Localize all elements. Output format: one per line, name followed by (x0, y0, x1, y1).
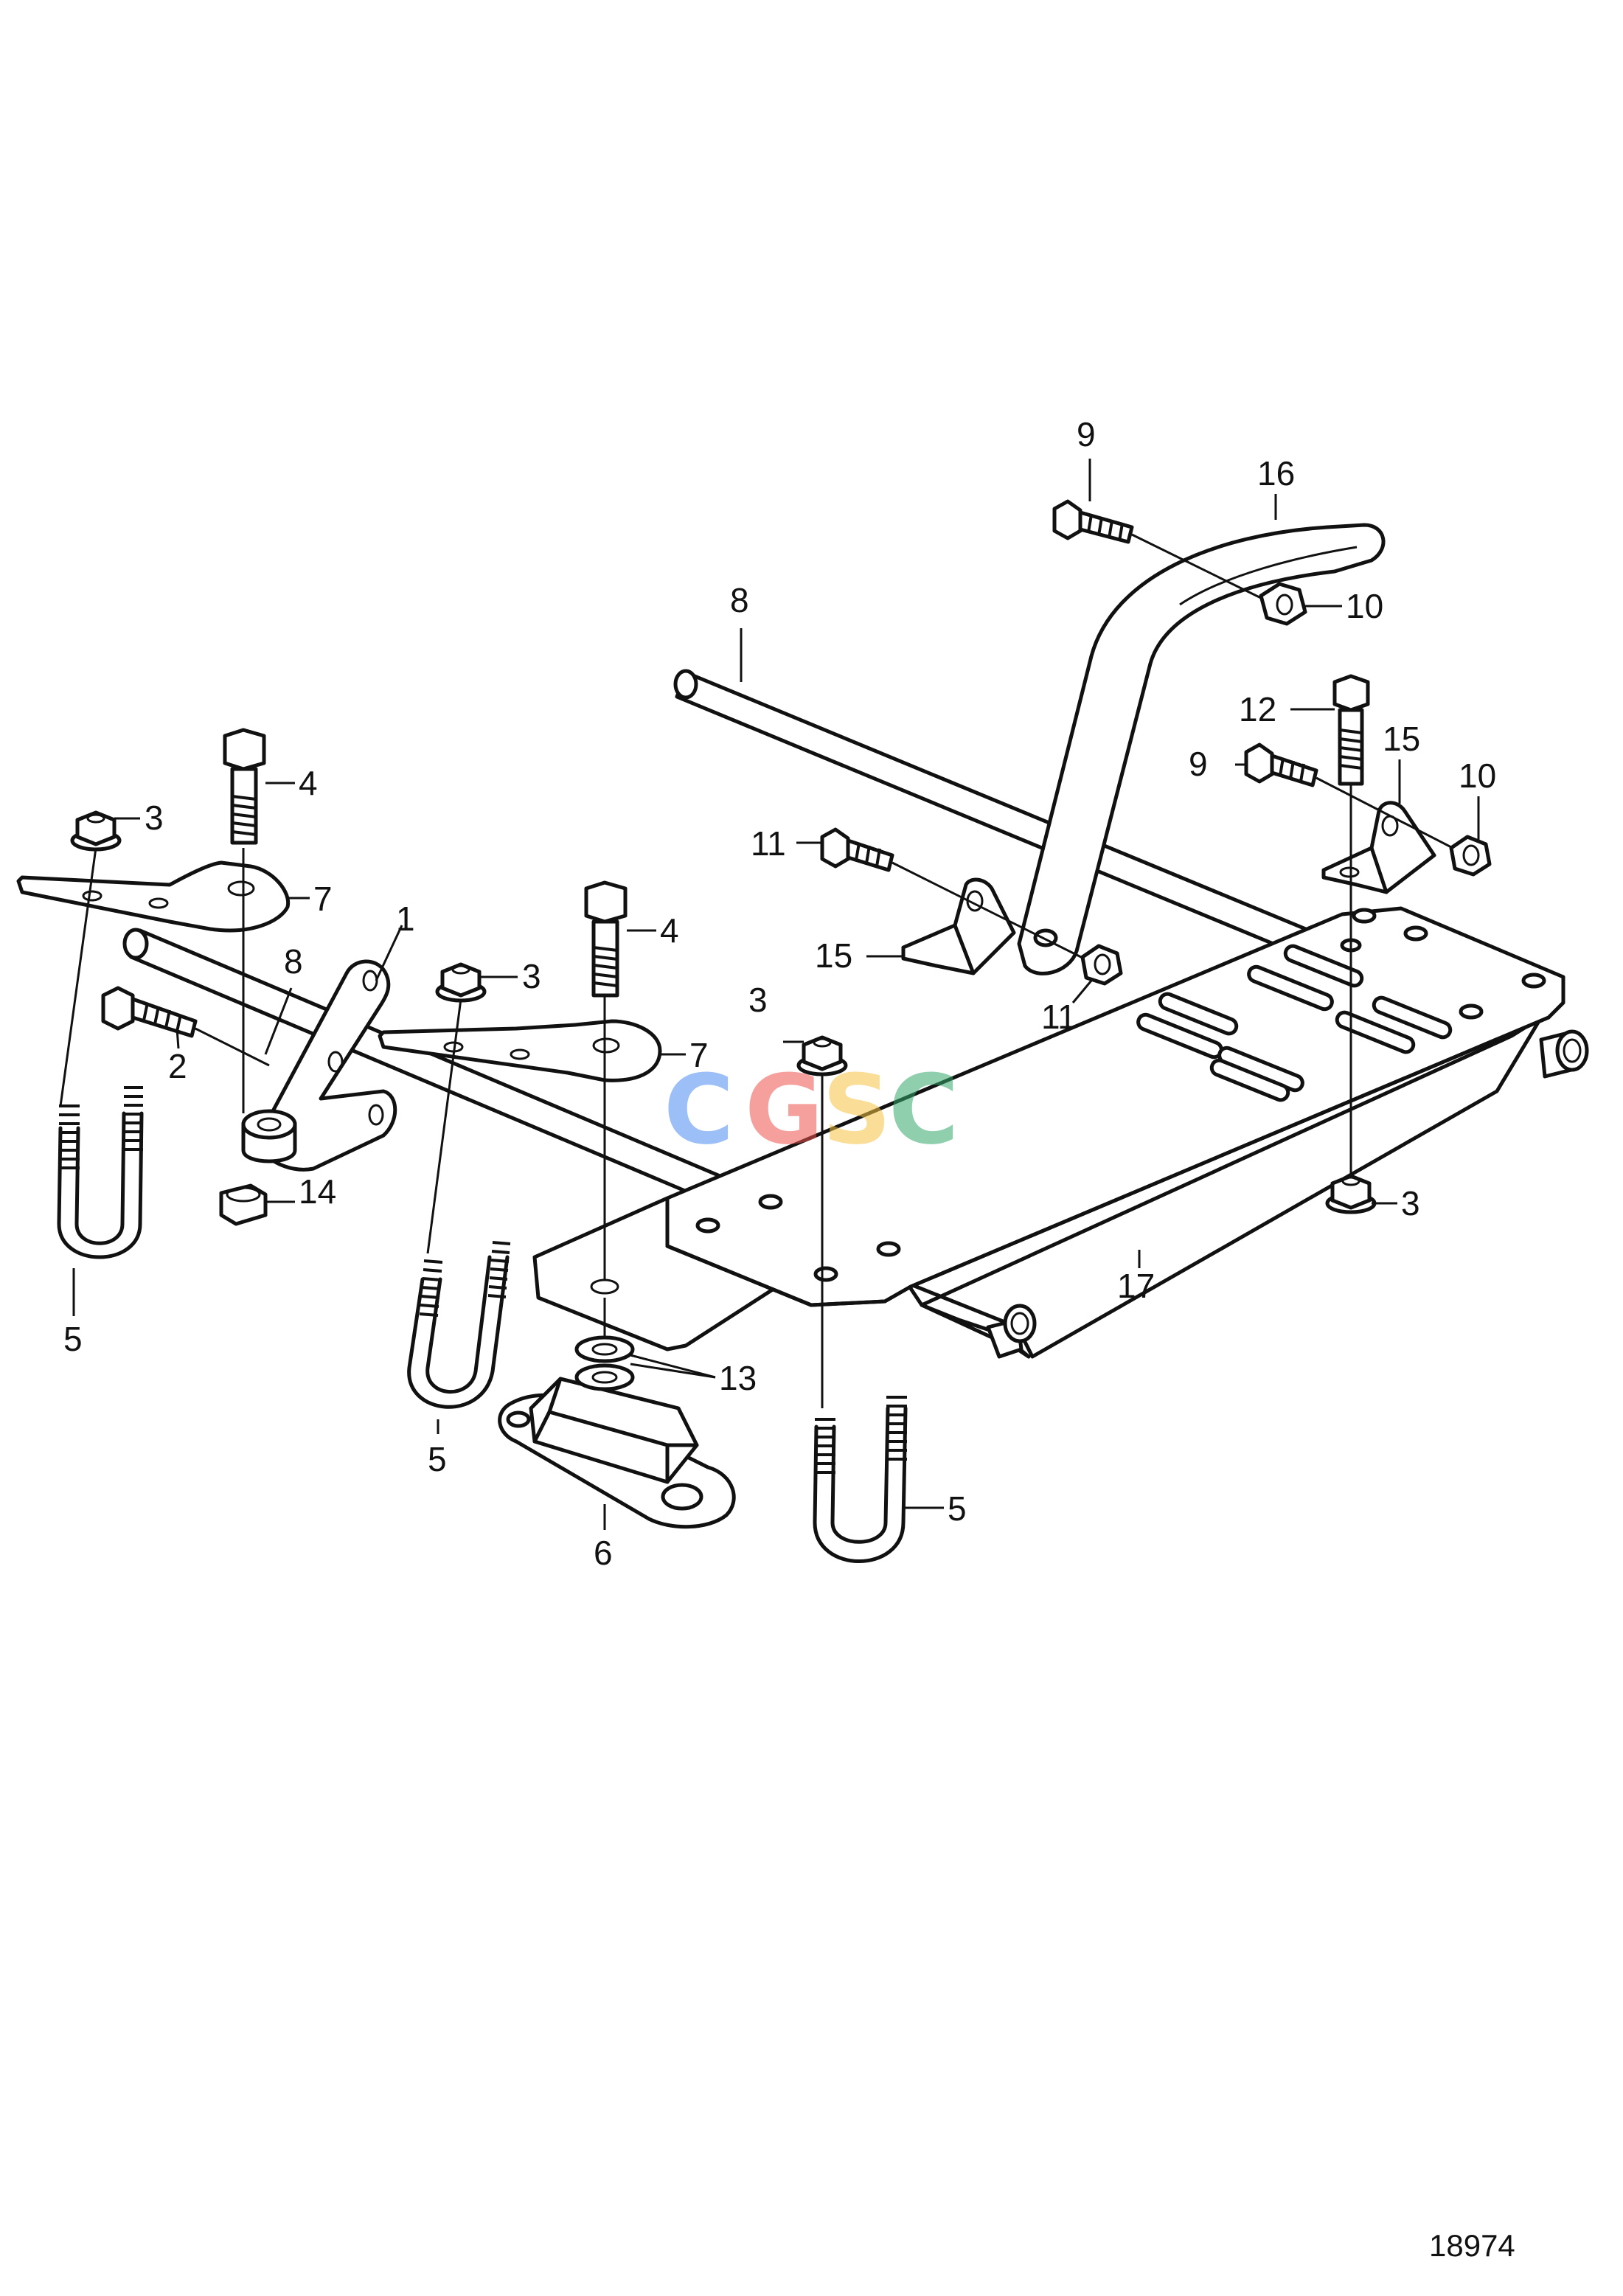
callout-5-left: 5 (63, 1320, 83, 1358)
callout-16: 16 (1257, 454, 1295, 493)
callout-7-left: 7 (313, 880, 333, 918)
watermark-letter-3: S (822, 1054, 892, 1166)
callout-labels: 9 16 10 8 12 15 9 10 11 15 11 3 4 7 8 1 … (63, 415, 1496, 1572)
callout-3-right: 3 (1401, 1184, 1420, 1222)
callout-3-left: 3 (145, 799, 164, 837)
callout-3-center: 3 (748, 981, 768, 1019)
callout-7-mid: 7 (689, 1036, 709, 1074)
flange-nut-right (1325, 1174, 1377, 1214)
callout-12: 12 (1239, 690, 1276, 728)
callout-17: 17 (1117, 1267, 1155, 1305)
callout-leaders (72, 459, 1480, 1530)
angle-bracket (241, 959, 397, 1172)
callout-10-lower: 10 (1459, 756, 1496, 795)
mounting-bracket-left (16, 860, 291, 933)
callout-10-top: 10 (1346, 587, 1383, 625)
stay-bar (1017, 523, 1386, 975)
flange-nut-center (796, 1035, 848, 1076)
callout-15-center: 15 (815, 936, 852, 975)
assembly-axis-lines (59, 533, 1453, 1408)
rubber-engine-mount (498, 1377, 736, 1529)
watermark-letter-4: C (889, 1054, 959, 1166)
bolt-9-upper (1052, 499, 1134, 544)
hex-nut (219, 1183, 268, 1226)
nut-10-lower (1449, 835, 1492, 877)
callout-11-lower: 11 (1041, 998, 1077, 1036)
mounting-bracket-mid (378, 1019, 662, 1082)
callout-4-left: 4 (299, 764, 318, 802)
hex-bolt-upper-left (223, 728, 266, 845)
callout-4-mid: 4 (660, 911, 679, 950)
callout-9-top: 9 (1077, 415, 1096, 453)
callout-1: 1 (396, 900, 415, 938)
watermark-logo: C G S C (664, 1054, 959, 1166)
callout-11-left: 11 (751, 824, 786, 863)
nut-11 (1080, 944, 1123, 986)
u-bolt-right (813, 1396, 908, 1563)
callout-3-mid: 3 (522, 957, 541, 995)
watermark-letter-1: C (664, 1054, 734, 1166)
drawing-number: 18974 (1429, 2228, 1515, 2263)
flange-nut-left (70, 810, 122, 852)
bolt-horizontal-left (101, 986, 198, 1038)
washer-pair (574, 1335, 635, 1391)
callout-5-right: 5 (948, 1489, 967, 1528)
hex-bolt-upper-mid (584, 880, 628, 998)
callout-15-right: 15 (1383, 720, 1420, 758)
u-bolt-left (57, 1086, 144, 1259)
bolt-9-lower (1244, 742, 1318, 787)
callout-2: 2 (168, 1047, 187, 1085)
bracket-small-center (901, 877, 1016, 975)
bolt-12 (1332, 674, 1370, 786)
nut-10-upper (1259, 582, 1307, 626)
callout-6: 6 (594, 1534, 613, 1572)
callout-13: 13 (719, 1359, 757, 1397)
bolt-11 (820, 827, 894, 872)
main-mounting-plate (665, 906, 1589, 1359)
callout-14: 14 (299, 1172, 336, 1211)
callout-9-lower: 9 (1189, 745, 1208, 783)
callout-8-rear: 8 (730, 581, 749, 619)
callout-5-mid: 5 (428, 1440, 447, 1478)
bracket-small-right (1321, 801, 1436, 894)
flange-nut-mid (435, 962, 487, 1003)
u-bolt-mid (407, 1241, 511, 1409)
watermark-letter-2: G (745, 1054, 824, 1166)
callout-8-front: 8 (284, 942, 303, 981)
